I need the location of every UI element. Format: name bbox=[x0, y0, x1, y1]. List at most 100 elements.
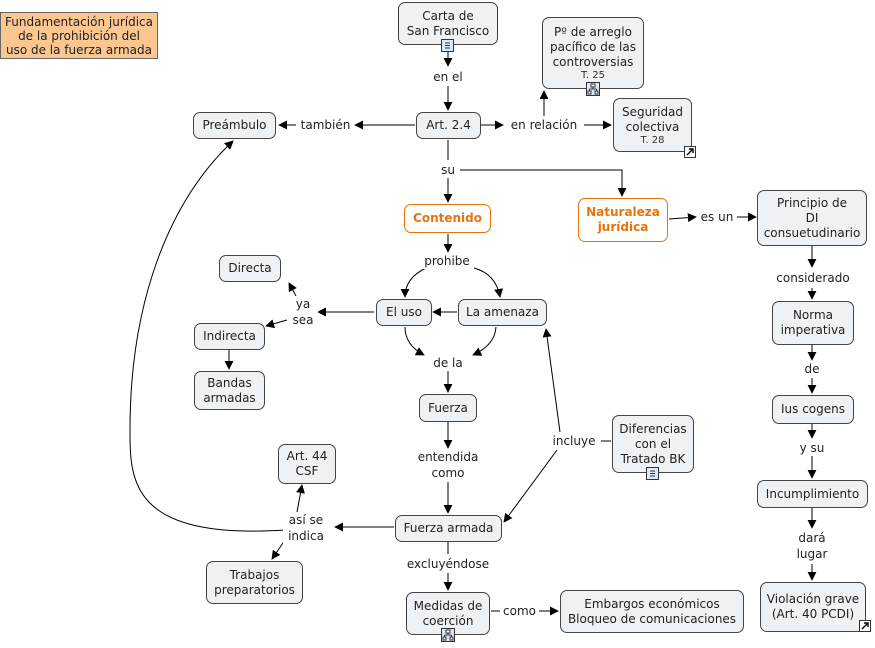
node-naturaleza-juridica[interactable]: Naturaleza jurídica bbox=[578, 198, 668, 242]
node-label: CSF bbox=[295, 464, 319, 478]
link-label-en-relacion: en relación bbox=[504, 117, 584, 133]
node-bandas-armadas[interactable]: Bandas armadas bbox=[194, 371, 265, 410]
node-label: Fuerza bbox=[428, 400, 468, 415]
node-label: Incumplimiento bbox=[765, 486, 860, 501]
node-label: Indirecta bbox=[203, 329, 256, 343]
node-label: Violación grave bbox=[766, 592, 860, 606]
node-label: consuetudinario bbox=[763, 225, 861, 240]
node-label: con el bbox=[634, 436, 672, 451]
map-title-line: uso de la fuerza armada bbox=[5, 42, 153, 57]
link-label-line: ya bbox=[295, 297, 311, 311]
node-label: La amenaza bbox=[466, 305, 539, 319]
node-medidas-coercion[interactable]: Medidas de coerción bbox=[406, 592, 490, 635]
node-el-uso[interactable]: El uso bbox=[376, 299, 432, 326]
node-art-2-4[interactable]: Art. 2.4 bbox=[416, 112, 481, 139]
node-label: Medidas de bbox=[413, 598, 483, 613]
link-label-es-un: es un bbox=[697, 209, 737, 225]
link-label-prohibe: prohibe bbox=[420, 253, 474, 269]
node-ius-cogens[interactable]: Ius cogens bbox=[772, 395, 854, 424]
node-norma-imperativa[interactable]: Norma imperativa bbox=[772, 301, 854, 345]
map-title: Fundamentación jurídica de la prohibició… bbox=[0, 12, 158, 59]
node-directa[interactable]: Directa bbox=[219, 255, 281, 282]
node-principio-di[interactable]: Principio de DI consuetudinario bbox=[757, 190, 867, 246]
concept-map-icon[interactable] bbox=[586, 82, 600, 96]
node-label: DI bbox=[805, 210, 819, 225]
node-label: armadas bbox=[203, 390, 256, 405]
node-label: Tratado BK bbox=[620, 451, 686, 466]
node-label: coerción bbox=[422, 613, 474, 628]
node-label: Bandas bbox=[207, 375, 252, 390]
node-incumplimiento[interactable]: Incumplimiento bbox=[757, 480, 868, 508]
node-label: San Francisco bbox=[406, 23, 490, 38]
node-label: Pº de arreglo bbox=[554, 25, 632, 39]
link-label-tambien: también bbox=[297, 117, 354, 133]
link-label-y-su: y su bbox=[795, 440, 829, 456]
node-indirecta[interactable]: Indirecta bbox=[194, 323, 265, 350]
concept-map-icon[interactable] bbox=[441, 628, 455, 642]
node-label: Preámbulo bbox=[202, 118, 267, 132]
node-label: colectiva bbox=[625, 119, 680, 134]
external-link-icon[interactable] bbox=[684, 146, 696, 158]
link-label-line: así se bbox=[288, 513, 324, 527]
node-fuerza-armada[interactable]: Fuerza armada bbox=[395, 515, 502, 542]
link-label-considerado: considerado bbox=[772, 270, 854, 286]
link-label-incluye: incluye bbox=[548, 433, 600, 449]
node-label: (Art. 40 PCDI) bbox=[771, 607, 855, 621]
node-violacion-grave[interactable]: Violación grave (Art. 40 PCDI) bbox=[760, 582, 866, 632]
node-label: preparatorios bbox=[214, 582, 295, 597]
link-label-su: su bbox=[436, 162, 460, 178]
node-label: Art. 44 bbox=[286, 449, 328, 463]
map-title-line: Fundamentación jurídica bbox=[5, 14, 153, 29]
link-label-de: de bbox=[800, 361, 824, 377]
node-label: pacífico de las bbox=[550, 40, 636, 54]
link-label-line: dará bbox=[798, 531, 826, 545]
node-la-amenaza[interactable]: La amenaza bbox=[458, 299, 547, 326]
link-label-line: indica bbox=[288, 529, 324, 543]
map-title-line: de la prohibición del bbox=[18, 28, 140, 43]
node-label: Naturaleza bbox=[586, 205, 660, 219]
node-reference: T. 28 bbox=[640, 134, 665, 146]
node-label: Trabajos bbox=[229, 567, 280, 582]
node-trabajos-preparatorios[interactable]: Trabajos preparatorios bbox=[206, 561, 303, 604]
node-label: Norma bbox=[792, 308, 834, 322]
node-label: Bloqueo de comunicaciones bbox=[567, 611, 737, 626]
document-icon[interactable] bbox=[646, 467, 659, 480]
node-contenido[interactable]: Contenido bbox=[404, 204, 491, 233]
link-label-dara-lugar: dará lugar bbox=[792, 530, 832, 562]
node-carta-san-francisco[interactable]: Carta de San Francisco bbox=[398, 2, 498, 45]
node-label: Fuerza armada bbox=[403, 521, 494, 535]
node-label: Directa bbox=[228, 261, 272, 275]
node-arreglo-pacifico[interactable]: Pº de arreglo pacífico de las controvers… bbox=[542, 17, 644, 89]
node-preambulo[interactable]: Preámbulo bbox=[193, 112, 276, 139]
external-link-icon[interactable] bbox=[859, 620, 871, 632]
link-label-de-la: de la bbox=[428, 355, 468, 371]
node-art-44-csf[interactable]: Art. 44 CSF bbox=[278, 444, 336, 484]
node-label: Diferencias bbox=[619, 421, 687, 436]
link-label-ya-sea: ya sea bbox=[288, 296, 318, 328]
node-label: Embargos económicos bbox=[584, 596, 720, 611]
node-embargos-bloqueo[interactable]: Embargos económicos Bloqueo de comunicac… bbox=[560, 590, 744, 633]
node-label: jurídica bbox=[597, 220, 649, 234]
link-label-excluyendose: excluyéndose bbox=[402, 556, 494, 572]
link-label-line: entendida bbox=[417, 450, 479, 464]
node-label: Contenido bbox=[413, 211, 482, 225]
node-label: Art. 2.4 bbox=[426, 118, 471, 132]
node-label: El uso bbox=[386, 305, 422, 319]
node-reference: T. 25 bbox=[580, 70, 605, 81]
node-fuerza[interactable]: Fuerza bbox=[419, 394, 477, 422]
link-label-como: como bbox=[500, 603, 539, 619]
node-label: Seguridad bbox=[621, 104, 684, 119]
document-icon[interactable] bbox=[441, 39, 454, 52]
node-label: imperativa bbox=[780, 323, 846, 337]
node-seguridad-colectiva[interactable]: Seguridad colectiva T. 28 bbox=[613, 98, 692, 152]
node-label: Principio de bbox=[777, 195, 847, 210]
link-label-line: sea bbox=[292, 313, 314, 327]
node-label: Carta de bbox=[422, 8, 474, 23]
node-diferencias-tratado-bk[interactable]: Diferencias con el Tratado BK bbox=[612, 415, 694, 473]
link-label-entendida-como: entendida como bbox=[412, 449, 484, 481]
node-label: Ius cogens bbox=[780, 402, 845, 416]
node-label: controversias bbox=[552, 55, 634, 69]
link-label-en-el: en el bbox=[428, 69, 468, 85]
link-label-line: como bbox=[431, 466, 465, 480]
